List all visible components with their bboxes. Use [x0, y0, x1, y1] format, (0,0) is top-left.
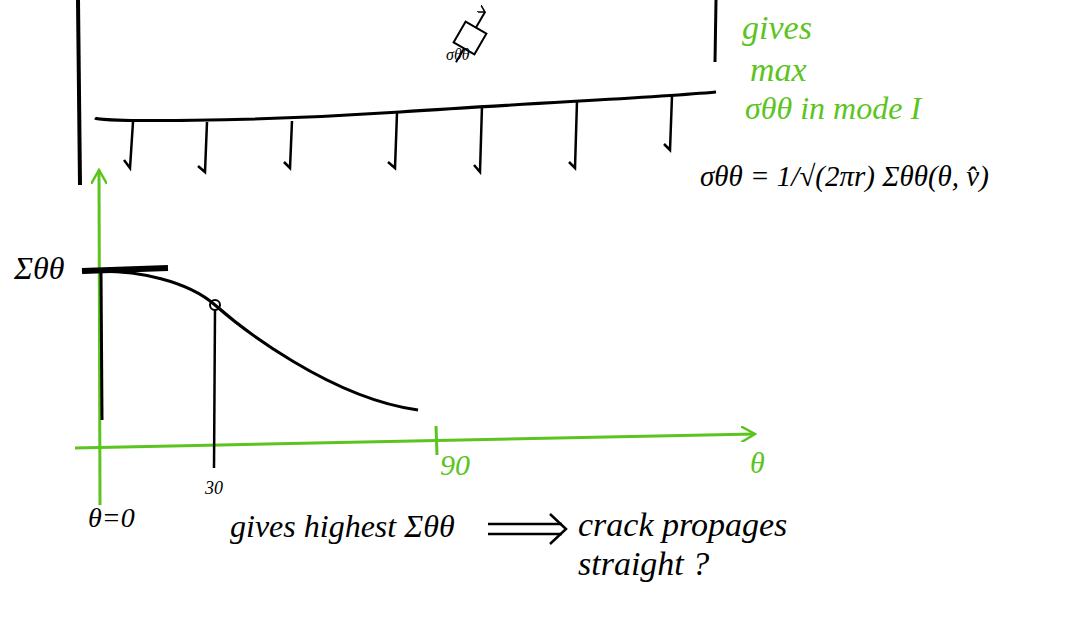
- note-text: gives: [742, 8, 812, 47]
- axis-label: Σθθ: [14, 250, 64, 287]
- axis-label: θ: [750, 446, 765, 481]
- tick-label: 90: [440, 448, 470, 483]
- tick-label: 30: [205, 478, 223, 499]
- note-text: max: [750, 50, 807, 89]
- note-text: gives highest Σθθ: [230, 508, 455, 545]
- note-text: θ=0: [88, 502, 135, 534]
- note-text: crack propages straight ?: [578, 505, 898, 583]
- note-text: σθθ in mode I: [745, 90, 921, 127]
- stress-label: σθθ: [446, 46, 470, 64]
- formula: σθθ = 1/√(2πr) Σθθ(θ, v̂): [700, 160, 989, 193]
